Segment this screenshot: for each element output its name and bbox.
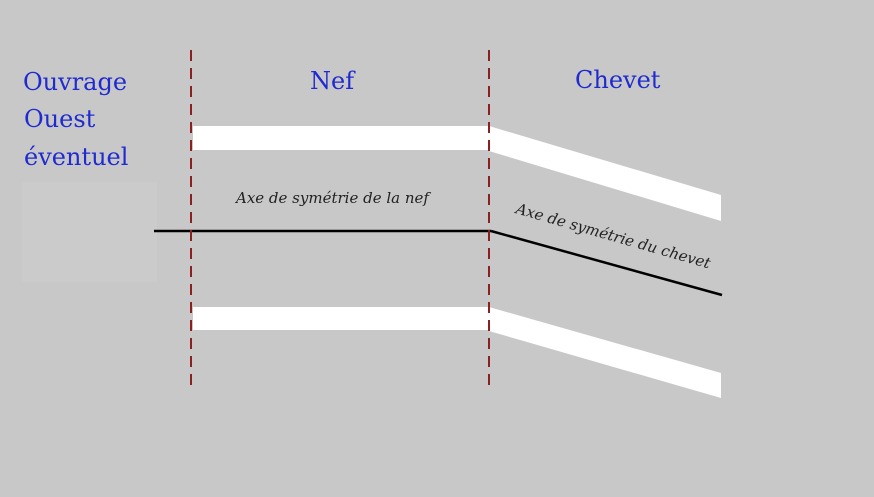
west-label-line-2: Ouest — [24, 105, 96, 133]
west-label-line-3: éventuel — [24, 143, 128, 171]
chevet-south-wall — [489, 307, 721, 398]
chevet-label: Chevet — [575, 66, 661, 94]
nave-south-wall — [193, 307, 489, 330]
chevet-axis-line — [490, 229, 723, 297]
nave-axis-label: Axe de symétrie de la nef — [234, 189, 431, 207]
nave-north-wall — [193, 126, 489, 150]
west-block — [22, 182, 157, 282]
west-label-line-1: Ouvrage — [23, 68, 127, 96]
nave-label: Nef — [310, 67, 356, 95]
chevet-north-wall — [489, 126, 721, 221]
chevet-axis-label: Axe de symétrie du chevet — [512, 199, 713, 273]
